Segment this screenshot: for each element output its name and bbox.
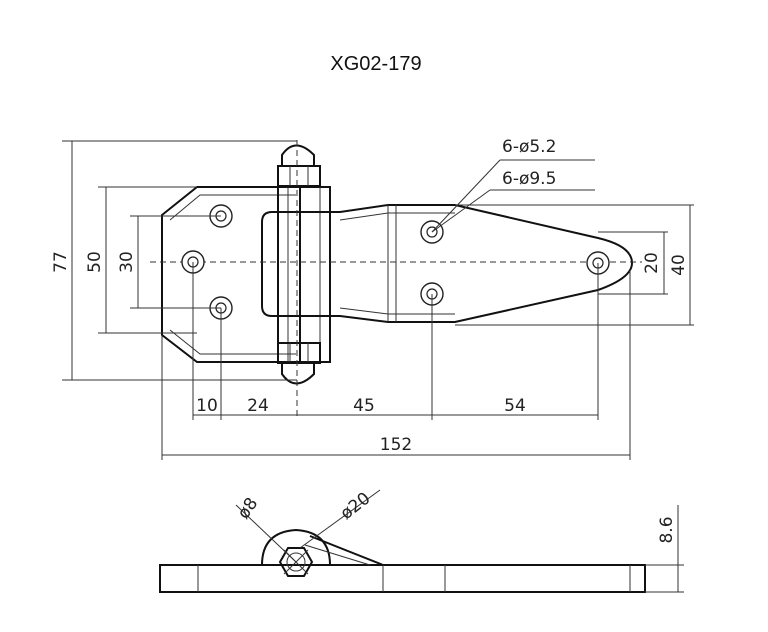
dim-label-24: 24: [247, 396, 269, 416]
large-hole-callout: 6-ø9.5: [502, 169, 556, 189]
knuckle-dia-label: ø20: [337, 488, 375, 523]
left-leaf-inner: [169, 194, 296, 355]
callout-leader: [431, 159, 501, 233]
dim-label-45: 45: [353, 396, 375, 416]
knuckle-body: [277, 186, 331, 363]
top-view: 6-ø5.2 6-ø9.5 77 50 30 20 40: [51, 137, 694, 460]
dim-label-20: 20: [642, 252, 662, 274]
side-sloped-leaf-inner: [304, 544, 371, 566]
side-knuckle: [261, 528, 331, 566]
right-leaf-outline: [261, 204, 634, 323]
top-acorn-cap: [281, 144, 315, 167]
dim-label-30: 30: [117, 251, 137, 273]
side-hex-nut: [278, 547, 314, 577]
callout-leader: [299, 489, 381, 549]
callout-leader: [431, 189, 491, 233]
side-plate: [159, 564, 646, 593]
pin-dia-label: ø8: [234, 494, 263, 523]
dim-label-77: 77: [51, 251, 71, 273]
dim-label-10: 10: [196, 396, 218, 416]
side-view: ø8 ø20 8.6: [159, 488, 684, 593]
top-hex-nut: [277, 165, 321, 187]
dim-label-152: 152: [380, 435, 412, 455]
callout-leader: [235, 504, 297, 563]
dim-label-8-6: 8.6: [657, 516, 677, 543]
bottom-acorn-cap: [281, 362, 315, 385]
dim-label-54: 54: [504, 396, 526, 416]
small-hole-callout: 6-ø5.2: [502, 137, 556, 157]
dim-label-50: 50: [85, 251, 105, 273]
side-sloped-leaf: [309, 535, 384, 566]
dim-label-40: 40: [669, 254, 689, 276]
side-pin-circle: [286, 552, 306, 572]
drawing-title: XG02-179: [330, 53, 421, 75]
